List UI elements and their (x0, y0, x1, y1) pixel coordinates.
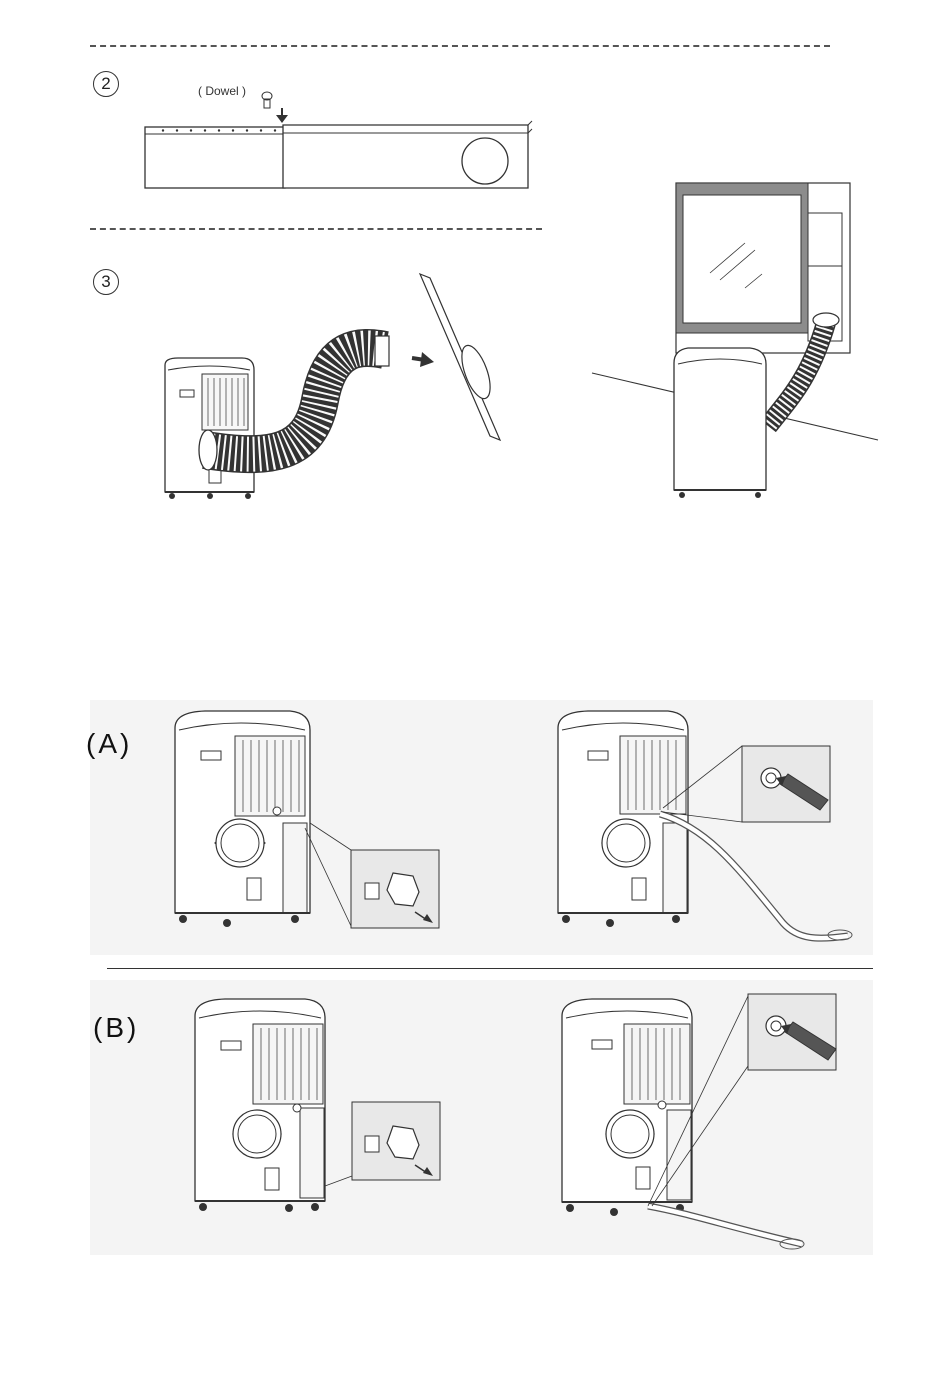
down-arrow-icon (276, 108, 288, 123)
window-slider-illustration (130, 85, 550, 200)
step-3-number: 3 (93, 269, 119, 295)
section-a-label: (A) (86, 728, 132, 760)
section-b-label: (B) (93, 1012, 139, 1044)
section-b-attach-hose-illustration (552, 992, 847, 1257)
drain-hose-icon (660, 814, 852, 940)
installed-unit-illustration (590, 178, 880, 513)
middle-dashed-divider (90, 228, 542, 230)
section-divider (107, 968, 873, 969)
section-a-attach-hose-illustration (548, 708, 868, 953)
hose-to-window-panel-illustration (150, 270, 540, 515)
step-2-number: 2 (93, 71, 119, 97)
section-b-remove-cap-illustration (185, 996, 450, 1221)
top-dashed-divider (90, 45, 830, 47)
section-a-remove-cap-illustration (165, 708, 445, 938)
dowel-icon (262, 92, 272, 108)
right-arrow-icon (412, 352, 434, 367)
drain-hose-icon (648, 1206, 804, 1249)
